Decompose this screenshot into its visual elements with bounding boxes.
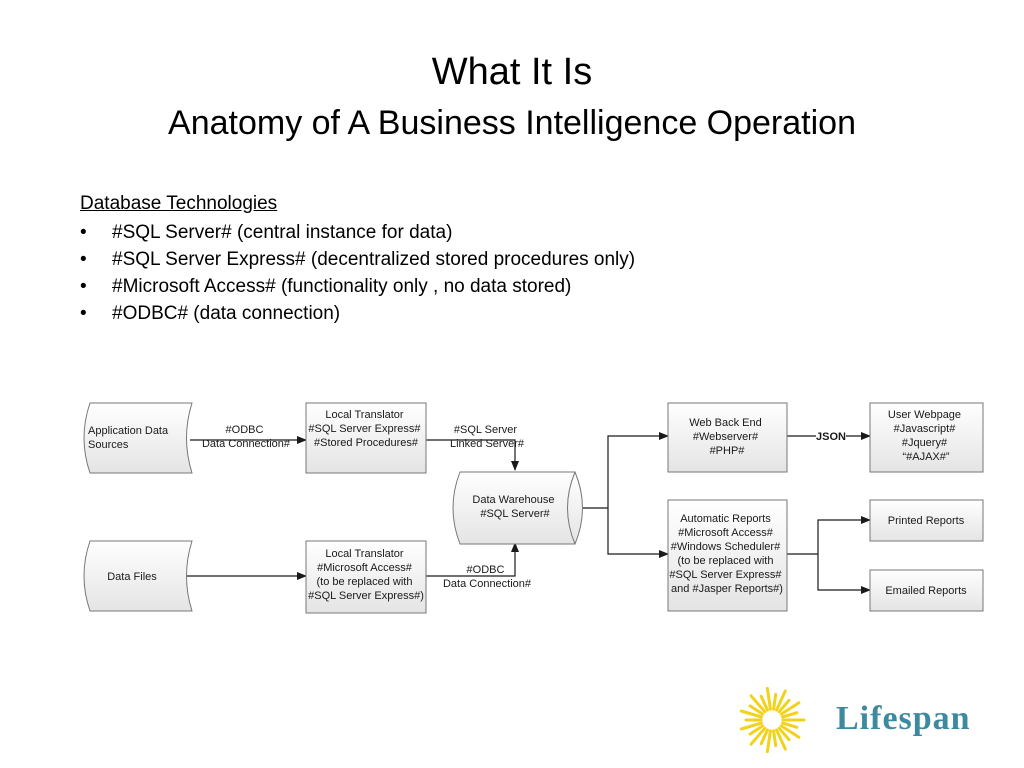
logo-text: Lifespan xyxy=(836,700,971,737)
node-local-translator-bottom-label: Local Translator #Microsoft Access# (to … xyxy=(308,548,424,602)
section-heading: Database Technologies xyxy=(80,193,278,214)
node-data-warehouse-edge xyxy=(567,471,576,545)
sun-ray xyxy=(748,704,765,716)
sun-ray xyxy=(781,711,799,719)
node-web-back-end xyxy=(667,402,788,473)
node-local-translator-bottom xyxy=(305,540,427,614)
node-application-data-sources-label: Application Data Sources xyxy=(88,425,171,451)
sun-ray xyxy=(772,729,778,748)
edge-label-odbc-bottom: #ODBC Data Connection# xyxy=(443,564,532,590)
sun-ray xyxy=(775,689,787,712)
sun-ray xyxy=(739,709,763,719)
lifespan-sun-logo-icon xyxy=(739,686,806,754)
connector-translator-to-warehouse-bottom xyxy=(426,542,519,577)
node-emailed-reports-label: Emailed Reports xyxy=(885,585,967,597)
bullet-list: #SQL Server# (central instance for data)… xyxy=(80,219,635,327)
node-user-webpage xyxy=(869,402,984,473)
slide-subtitle: Anatomy of A Business Intelligence Opera… xyxy=(168,104,856,142)
sun-ray xyxy=(779,701,801,716)
node-automatic-reports xyxy=(667,499,788,612)
sun-ray xyxy=(779,724,801,739)
node-printed-reports xyxy=(869,499,984,542)
connector-translator-to-warehouse-top xyxy=(426,439,519,471)
connector-warehouse-to-web xyxy=(607,432,669,508)
bullet-item: #ODBC# (data connection) xyxy=(80,300,635,327)
sun-ray xyxy=(765,686,772,711)
slide-title: What It Is xyxy=(431,51,593,93)
edge-label-odbc-top: #ODBC Data Connection# xyxy=(202,424,291,450)
sun-ray xyxy=(759,728,769,746)
sun-ray xyxy=(749,694,767,714)
bullet-item: #SQL Server Express# (decentralized stor… xyxy=(80,246,635,273)
sun-ray xyxy=(759,694,769,712)
node-printed-reports-label: Printed Reports xyxy=(888,515,965,527)
sun-ray xyxy=(777,698,791,714)
bullet-item: #Microsoft Access# (functionality only ,… xyxy=(80,273,635,300)
node-application-data-sources xyxy=(83,402,193,474)
edge-label-linked-server: #SQL Server Linked Server# xyxy=(450,424,525,450)
connectors xyxy=(180,432,871,594)
connector-to-printed xyxy=(817,516,871,554)
sun-ray xyxy=(781,721,799,729)
node-local-translator-top xyxy=(305,402,427,474)
node-emailed-reports xyxy=(869,569,984,612)
sun-ray xyxy=(775,728,787,751)
sun-ray xyxy=(765,729,772,754)
sun-ray xyxy=(739,721,763,731)
node-automatic-reports-label: Automatic Reports #Microsoft Access# #Wi… xyxy=(669,513,784,595)
node-data-files-label: Data Files xyxy=(107,571,157,583)
connector-to-emailed xyxy=(817,554,871,594)
node-data-warehouse-label: Data Warehouse #SQL Server# xyxy=(472,494,557,520)
node-web-back-end-label: Web Back End #Webserver# #PHP# xyxy=(689,417,765,457)
sun-ray xyxy=(749,726,767,746)
sun-ray xyxy=(772,692,778,711)
node-local-translator-top-label: Local Translator #SQL Server Express# #S… xyxy=(308,409,423,449)
edge-label-json: JSON xyxy=(816,431,846,443)
sun-ray xyxy=(777,726,791,742)
bullet-item: #SQL Server# (central instance for data) xyxy=(80,219,635,246)
node-data-files xyxy=(83,540,193,612)
connector-warehouse-to-reports xyxy=(607,508,669,558)
node-user-webpage-label: User Webpage #Javascript# #Jquery# “#AJA… xyxy=(888,409,964,463)
sun-ray xyxy=(748,724,765,736)
